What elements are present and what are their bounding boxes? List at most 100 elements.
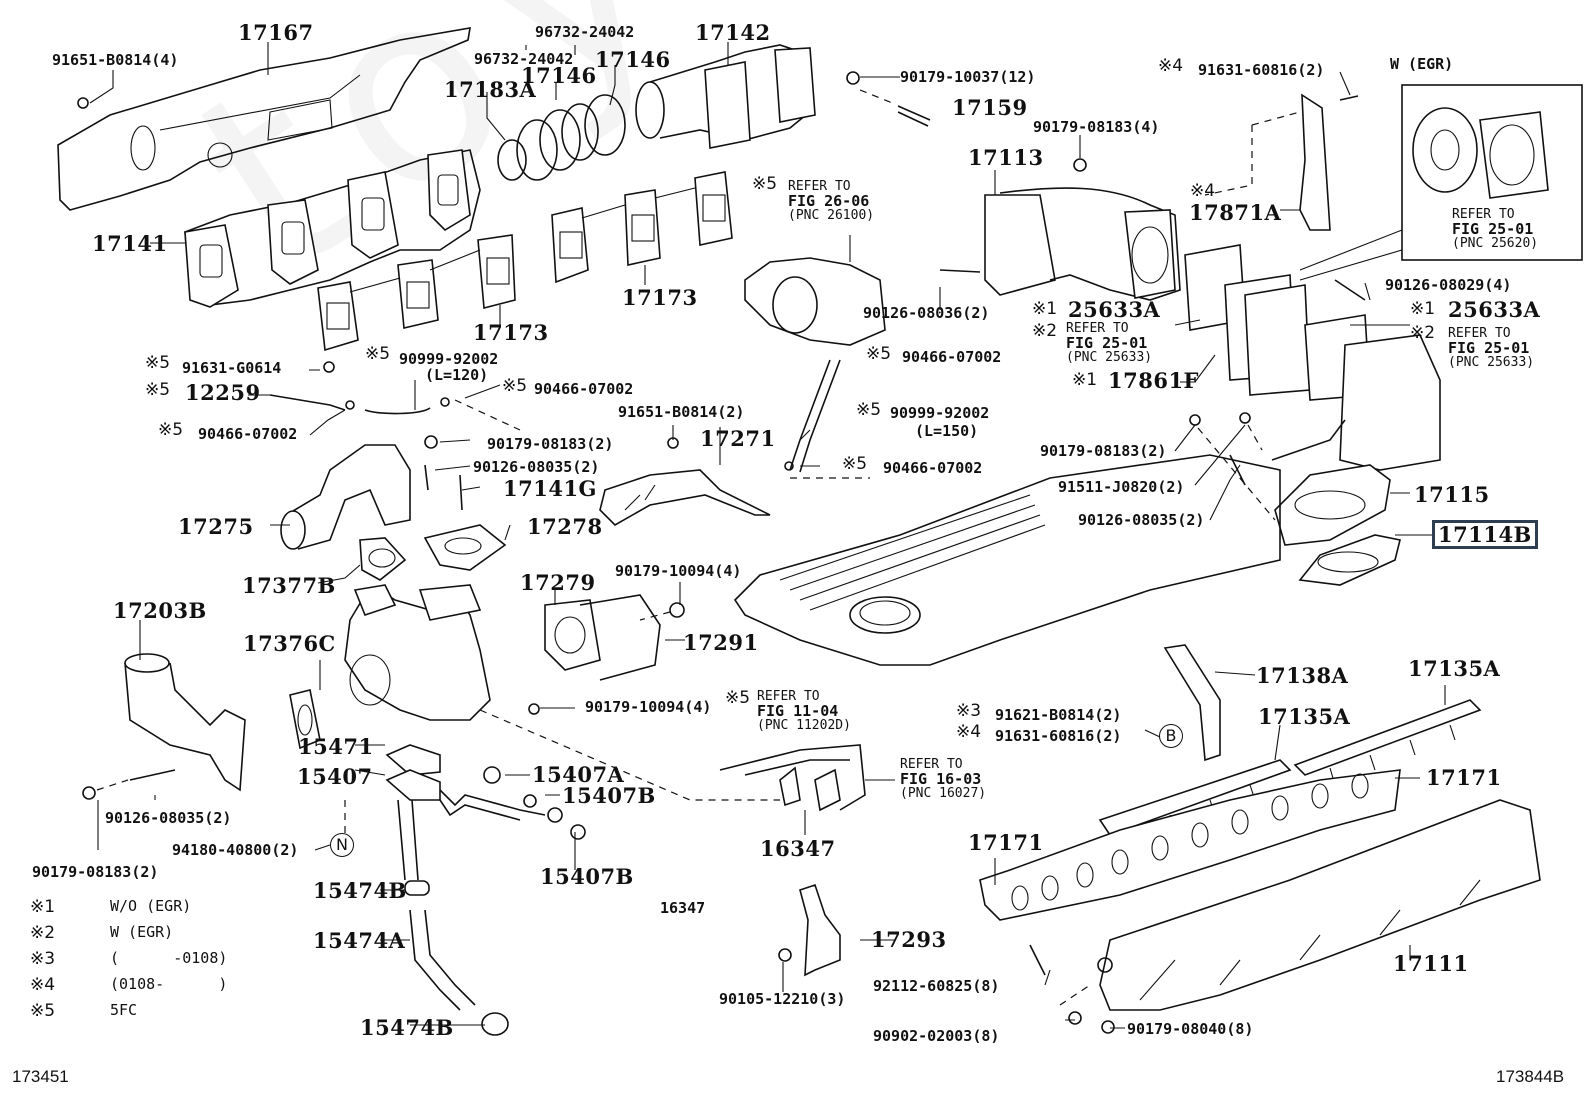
bracket-17871a[interactable] [1204,93,1359,231]
part-label-17141g[interactable]: 17141G [503,476,597,501]
part-label-17173-b[interactable]: 17173 [473,320,549,345]
heat-insulator-17271[interactable] [599,469,771,526]
oil-hose-15474[interactable] [404,880,509,1036]
part-label-17111[interactable]: 17111 [1393,951,1469,976]
part-label-90902-02003[interactable]: 90902-02003(8) [873,1027,1000,1045]
stud-17159[interactable] [846,71,931,127]
part-label-15474b-a[interactable]: 15474B [313,878,407,903]
part-label-90126-08036[interactable]: 90126-08036(2) [863,304,990,322]
elbow-17275[interactable] [280,444,411,550]
part-label-91651-b0814-2[interactable]: 91651-B0814(2) [618,403,745,421]
part-label-17278[interactable]: 17278 [527,514,603,539]
exhaust-pipe-17142[interactable] [635,44,816,149]
egr-gaskets[interactable] [1184,244,1371,401]
part-label-17171-b[interactable]: 17171 [968,830,1044,855]
gasket-17173-b[interactable] [551,171,733,284]
part-label-91651-b0814-4[interactable]: 91651-B0814(4) [52,51,179,69]
part-label-90999-92002-a[interactable]: 90999-92002 [399,350,499,368]
part-label-17142[interactable]: 17142 [695,20,771,45]
part-label-17203b[interactable]: 17203B [113,598,207,623]
part-label-91631-60816-b[interactable]: 91631-60816(2) [995,727,1122,745]
part-label-17159[interactable]: 17159 [952,95,1028,120]
part-label-17279[interactable]: 17279 [520,570,596,595]
part-label-17115[interactable]: 17115 [1414,482,1490,507]
part-label-90126-08029[interactable]: 90126-08029(4) [1385,276,1512,294]
part-label-17138a[interactable]: 17138A [1256,663,1349,688]
part-label-92112-60825[interactable]: 92112-60825(8) [873,977,1000,995]
part-label-25633a-b[interactable]: 25633A [1448,297,1541,322]
part-label-91631-60816-top[interactable]: 91631-60816(2) [1198,61,1325,79]
part-label-90179-10094-a[interactable]: 90179-10094(4) [615,562,742,580]
part-label-90179-10037[interactable]: 90179-10037(12) [900,68,1036,86]
part-label-90179-08183-2c[interactable]: 90179-08183(2) [32,863,159,881]
part-label-90179-10094-b[interactable]: 90179-10094(4) [585,698,712,716]
part-label-90466-07002-c[interactable]: 90466-07002 [534,380,634,398]
part-label-17135a-a[interactable]: 17135A [1408,656,1501,681]
part-label-15474b-b[interactable]: 15474B [360,1015,454,1040]
part-label-17146-a[interactable]: 17146 [521,63,597,88]
gasket-17377b[interactable] [359,537,407,581]
exhaust-elbow-17279[interactable] [544,594,685,681]
part-label-16347-a[interactable]: 16347 [760,836,836,861]
bracket-17293[interactable] [778,883,841,977]
part-label-12259[interactable]: 12259 [185,380,261,405]
outlet-elbow-17203b[interactable] [124,653,246,792]
part-label-15407b-b[interactable]: 15407B [540,864,634,889]
part-label-17167[interactable]: 17167 [238,20,314,45]
part-label-96732-24042-a[interactable]: 96732-24042 [535,23,635,41]
part-label-15471[interactable]: 15471 [298,734,374,759]
part-label-17377b[interactable]: 17377B [242,573,336,598]
gasket-17114b[interactable] [1298,534,1401,586]
part-label-15407[interactable]: 15407 [297,764,373,789]
part-label-17871a[interactable]: 17871A [1189,200,1282,225]
part-label-90466-07002-b[interactable]: 90466-07002 [902,348,1002,366]
part-label-17171-a[interactable]: 17171 [1426,765,1502,790]
gasket-17278[interactable] [423,524,507,571]
part-label-90466-07002-d[interactable]: 90466-07002 [883,459,983,477]
part-label-91621-b0814[interactable]: 91621-B0814(2) [995,706,1122,724]
intake-manifold-17111[interactable] [1097,799,1541,1011]
part-label-90179-08183-2a[interactable]: 90179-08183(2) [487,435,614,453]
intake-gasket-17171[interactable] [979,769,1401,921]
fuel-rail-17135a-b[interactable] [1293,699,1482,786]
oil-pipe-15407[interactable] [385,744,586,881]
part-label-91511-j0820[interactable]: 91511-J0820(2) [1058,478,1185,496]
heat-insulator-17167[interactable] [57,27,471,211]
callout-b[interactable]: B [1159,724,1183,748]
part-label-17173-a[interactable]: 17173 [622,285,698,310]
part-label-90466-07002-a[interactable]: 90466-07002 [198,425,298,443]
exhaust-pipe-rings[interactable] [497,94,626,181]
callout-n[interactable]: N [330,833,354,857]
part-label-90179-08183-4[interactable]: 90179-08183(4) [1033,118,1160,136]
part-label-94180-40800[interactable]: 94180-40800(2) [172,841,299,859]
part-label-17141[interactable]: 17141 [92,231,168,256]
exhaust-manifold-17141[interactable] [184,149,481,308]
part-label-17291[interactable]: 17291 [683,630,759,655]
part-label-90126-08035-2a[interactable]: 90126-08035(2) [473,458,600,476]
turbocharger[interactable] [344,584,491,721]
cylinder-head-cover[interactable] [733,454,1281,666]
pipe-assembly-16027[interactable] [479,709,866,812]
part-label-17113[interactable]: 17113 [968,145,1044,170]
part-label-90179-08183-2b[interactable]: 90179-08183(2) [1040,442,1167,460]
part-label-15407b-a[interactable]: 15407B [562,783,656,808]
part-label-17861f[interactable]: 17861F [1108,368,1199,393]
gasket-17376c[interactable] [289,689,321,750]
bracket-17138a[interactable] [1163,644,1221,762]
part-label-17114b-highlighted[interactable]: 17114B [1432,520,1538,549]
part-label-17146-b[interactable]: 17146 [595,47,671,72]
part-label-17293[interactable]: 17293 [871,927,947,952]
part-label-25633a-a[interactable]: 25633A [1068,297,1161,322]
part-label-90105-12210[interactable]: 90105-12210(3) [719,990,846,1008]
part-label-17271[interactable]: 17271 [700,426,776,451]
gasket-17173-a[interactable] [317,234,516,352]
part-label-17376c[interactable]: 17376C [243,631,336,656]
part-label-17275[interactable]: 17275 [178,514,254,539]
part-label-15407a[interactable]: 15407A [532,762,625,787]
part-label-96732-24042-b[interactable]: 96732-24042 [474,50,574,68]
